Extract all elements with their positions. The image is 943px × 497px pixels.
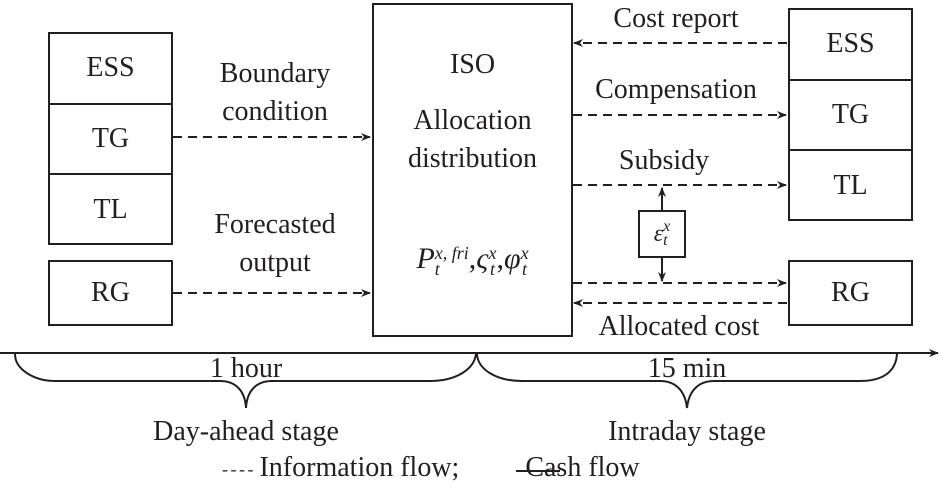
label-compensation: Compensation [595, 74, 757, 105]
label-subsidy: Subsidy [618, 145, 710, 176]
iso-line2: distribution [407, 143, 538, 174]
formula-s: ς [476, 242, 489, 275]
legend: - - - - Information flow; Cash flow [222, 452, 640, 484]
interval-intraday: 15 min [647, 353, 727, 384]
legend-cash-label: Cash flow [525, 452, 640, 483]
stage-intraday: Intraday stage [608, 416, 766, 447]
label-forecasted-output: Forecasted output [195, 206, 355, 282]
label-boundary-line1: Boundary [219, 58, 331, 89]
left-ess-box: ESS [50, 34, 171, 105]
brace-day-ahead [14, 353, 477, 409]
right-rg-box: RG [788, 260, 913, 326]
label-cost-report: Cost report [613, 3, 739, 34]
label-boundary-line2: condition [222, 96, 328, 127]
legend-info-label: Information flow; [259, 452, 460, 483]
formula-p-sup: x, fri [434, 243, 469, 264]
left-tl-box: TL [93, 194, 128, 226]
stage-day-ahead: Day-ahead stage [153, 416, 339, 447]
iso-title: ISO [449, 49, 496, 80]
iso-box [372, 3, 573, 337]
formula-s-sub: t [489, 259, 495, 280]
epsilon-sub: t [663, 232, 668, 249]
formula-phi: φ [503, 242, 521, 275]
right-ess-box: ESS [790, 10, 911, 81]
epsilon-base: ε [653, 220, 664, 247]
formula-sep1: , [468, 242, 477, 275]
epsilon-sup: x [663, 218, 671, 235]
formula-p-sub: t [434, 259, 440, 280]
legend-info-symbol: - - - - [222, 459, 254, 480]
label-forecasted-line2: output [239, 247, 311, 278]
left-rg-box: RG [48, 260, 173, 326]
formula-s-sup: x [488, 243, 497, 264]
brace-intraday [476, 353, 898, 409]
label-forecasted-line1: Forecasted [214, 209, 336, 240]
iso-line1: Allocation [413, 105, 532, 136]
interval-day-ahead: 1 hour [209, 353, 283, 384]
right-unit-stack: ESS TG TL [788, 8, 913, 221]
label-boundary-condition: Boundary condition [195, 55, 355, 131]
left-unit-stack: ESS TG TL [48, 32, 173, 245]
iso-allocation-label: Allocation distribution [372, 102, 573, 178]
right-tl-box: TL [833, 170, 868, 202]
formula-phi-sub: t [522, 259, 528, 280]
formula-p: P [416, 242, 435, 275]
left-tg-box: TG [50, 105, 171, 175]
formula-sep2: , [496, 242, 504, 275]
right-tg-box: TG [790, 81, 911, 151]
formula-phi-sup: x [520, 243, 529, 264]
label-allocated-cost: Allocated cost [598, 311, 760, 342]
